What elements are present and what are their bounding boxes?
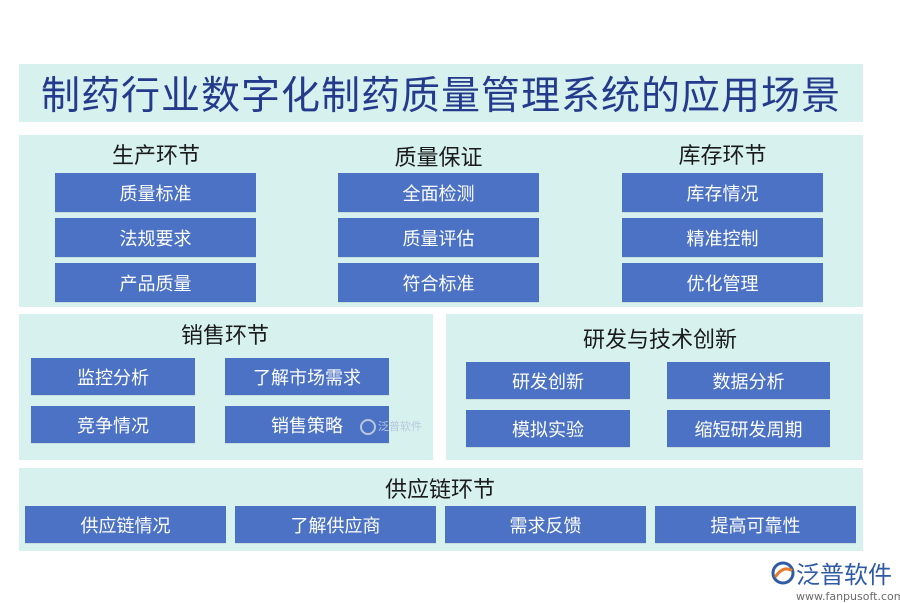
supply-item: 供应链情况 (25, 506, 226, 543)
rnd-item: 缩短研发周期 (667, 410, 830, 447)
supply-item: 需求反馈 (445, 506, 646, 543)
inventory-item: 精准控制 (622, 218, 823, 257)
page-title: 制药行业数字化制药质量管理系统的应用场景 (40, 74, 841, 119)
inventory-item: 优化管理 (622, 263, 823, 302)
quality-item: 全面检测 (338, 173, 539, 212)
title-bar: 制药行业数字化制药质量管理系统的应用场景 (19, 64, 863, 122)
sales-heading: 销售环节 (180, 324, 269, 349)
inventory-item: 库存情况 (622, 173, 823, 212)
brand-row: 泛普软件 (770, 555, 895, 590)
brand-watermark: 泛普软件 www.fanpusoft.com (770, 555, 900, 603)
sales-item: 竞争情况 (31, 406, 195, 443)
supply-heading: 供应链环节 (384, 478, 495, 503)
inventory-heading: 库存环节 (678, 144, 767, 169)
quality-heading: 质量保证 (394, 146, 483, 171)
fanpu-logo-icon (771, 561, 795, 584)
supply-item: 了解供应商 (235, 506, 436, 543)
rnd-heading: 研发与技术创新 (582, 328, 737, 353)
production-item: 法规要求 (55, 218, 256, 257)
sales-item: 了解市场需求 (225, 358, 389, 395)
brand-url: www.fanpusoft.com (796, 590, 900, 603)
rnd-item: 模拟实验 (466, 410, 630, 447)
watermark-logo-icon (360, 419, 376, 435)
production-item: 产品质量 (55, 263, 256, 302)
production-heading: 生产环节 (111, 144, 200, 169)
supply-item: 提高可靠性 (655, 506, 856, 543)
sales-item: 监控分析 (31, 358, 195, 395)
center-watermark: 泛普软件 (360, 418, 422, 435)
brand-name: 泛普软件 (796, 561, 892, 589)
rnd-item: 研发创新 (466, 362, 630, 399)
rnd-item: 数据分析 (667, 362, 830, 399)
production-item: 质量标准 (55, 173, 256, 212)
quality-item: 质量评估 (338, 218, 539, 257)
quality-item: 符合标准 (338, 263, 539, 302)
